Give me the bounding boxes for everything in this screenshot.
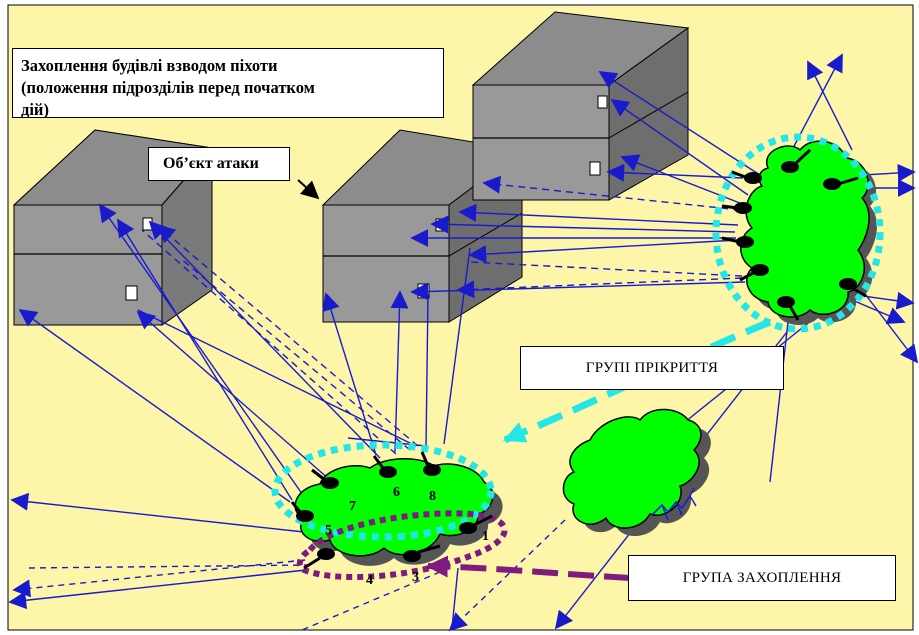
fire-lines-right-group bbox=[410, 53, 919, 630]
soldier-number-3: 3 bbox=[412, 570, 419, 585]
soldier-number-8: 8 bbox=[429, 489, 436, 504]
soldier-number-4: 4 bbox=[366, 573, 373, 588]
soldier-number-6: 6 bbox=[393, 485, 400, 500]
fire-lines-left-group bbox=[8, 203, 566, 632]
cover-group-label: ГРУПІ ПРІКРИТТЯ bbox=[520, 346, 784, 390]
capture-group-label: ГРУПА ЗАХОПЛЕННЯ bbox=[628, 555, 896, 601]
soldier-number-1: 1 bbox=[482, 529, 489, 544]
title-line-2: (положення підрозділів перед початком bbox=[21, 78, 315, 97]
capture-group-bush bbox=[562, 408, 711, 537]
soldier-number-7: 7 bbox=[349, 499, 356, 514]
capture-group-pointer-arrow bbox=[425, 555, 631, 581]
soldier-number-5: 5 bbox=[325, 523, 332, 538]
target-pointer-arrow bbox=[297, 179, 320, 200]
diagram-title-box: Захоплення будівлі взводом піхоти (полож… bbox=[12, 48, 444, 118]
title-line-3: дій) bbox=[21, 100, 49, 118]
title-line-1: Захоплення будівлі взводом піхоти bbox=[21, 56, 278, 75]
target-label: Об’єкт атаки bbox=[148, 147, 290, 181]
cover-group-right-bush bbox=[712, 133, 884, 333]
left-group-bush: 7 6 8 5 4 3 1 bbox=[271, 441, 508, 588]
